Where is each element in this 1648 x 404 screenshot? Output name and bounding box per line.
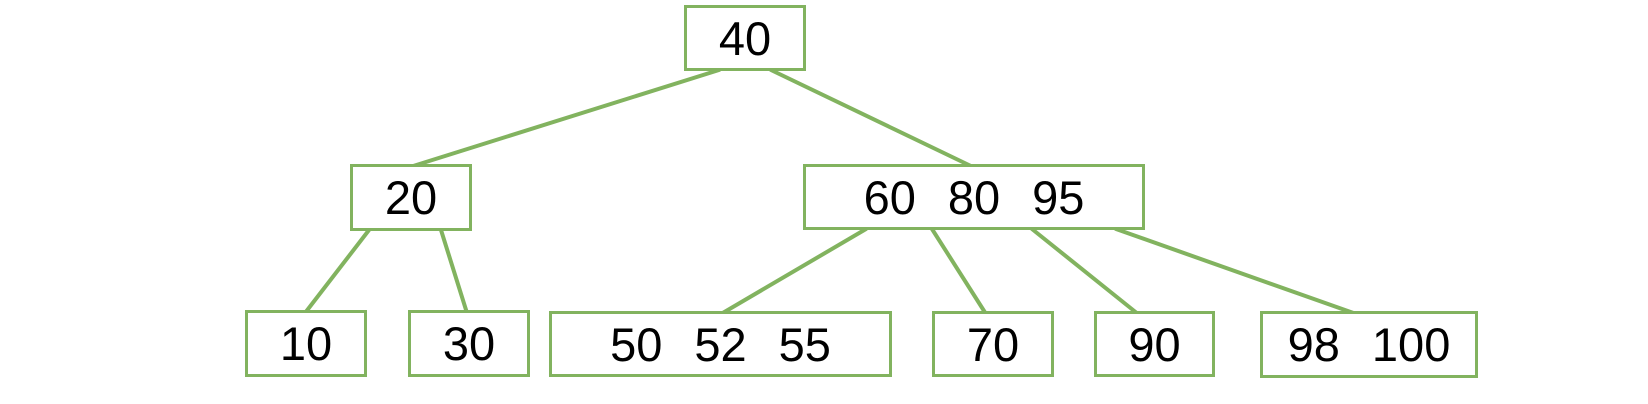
tree-edge [303,228,371,315]
node-key: 60 [863,170,916,224]
tree-edge [930,227,988,316]
node-key: 20 [384,171,438,224]
node-key: 30 [442,317,496,370]
tree-edge [769,68,975,169]
tree-edge [1030,227,1140,316]
node-key: 40 [718,11,772,65]
tree-edge [439,228,469,315]
tree-node-50-52-55: 50 52 55 [549,311,892,377]
tree-node-70: 70 [932,311,1054,377]
tree-edge [408,68,721,169]
node-key: 95 [1032,170,1085,224]
node-key: 70 [966,317,1020,371]
tree-node-98-100: 98 100 [1260,311,1478,378]
node-key: 52 [694,317,747,371]
node-key: 50 [610,317,663,371]
tree-node-60-80-95: 60 80 95 [803,164,1145,230]
tree-edge [1114,227,1364,318]
tree-node-40: 40 [684,5,806,71]
tree-node-90: 90 [1094,311,1215,377]
node-key: 98 [1287,318,1340,371]
node-key: 55 [778,317,831,371]
tree-node-30: 30 [408,310,530,377]
tree-node-20: 20 [350,164,472,231]
tree-edge [719,227,868,316]
tree-node-10: 10 [245,310,367,377]
node-key: 80 [947,170,1001,224]
node-key: 10 [279,317,333,370]
node-key: 100 [1371,318,1451,371]
node-key: 90 [1128,317,1181,371]
